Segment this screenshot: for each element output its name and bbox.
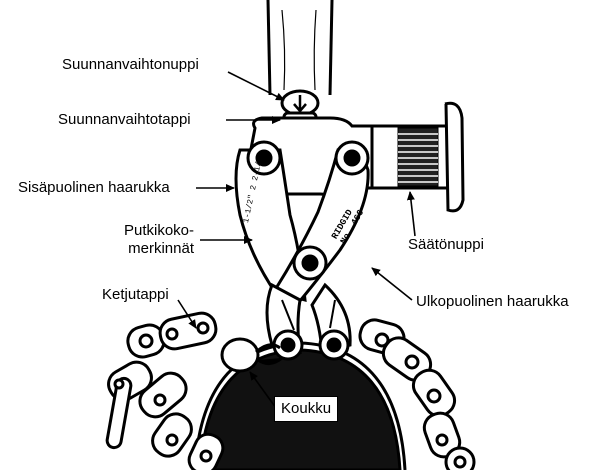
adjustment-knob xyxy=(372,103,463,211)
label-size-markings-line1: Putkikoko- xyxy=(102,222,194,240)
label-chain-pin: Ketjutappi xyxy=(102,286,169,304)
label-inner-fork: Sisäpuolinen haarukka xyxy=(18,179,170,197)
label-hook: Koukku xyxy=(274,396,338,422)
handle xyxy=(268,0,332,95)
label-size-markings: Putkikoko- merkinnät xyxy=(102,222,194,258)
label-direction-pin: Suunnanvaihtotappi xyxy=(58,111,191,129)
label-size-markings-line2: merkinnät xyxy=(102,240,194,258)
label-adjustment-knob: Säätönuppi xyxy=(408,236,484,254)
chain-left xyxy=(103,311,227,470)
label-direction-knob: Suunnanvaihtonuppi xyxy=(62,56,199,74)
label-outer-fork: Ulkopuolinen haarukka xyxy=(416,293,569,311)
